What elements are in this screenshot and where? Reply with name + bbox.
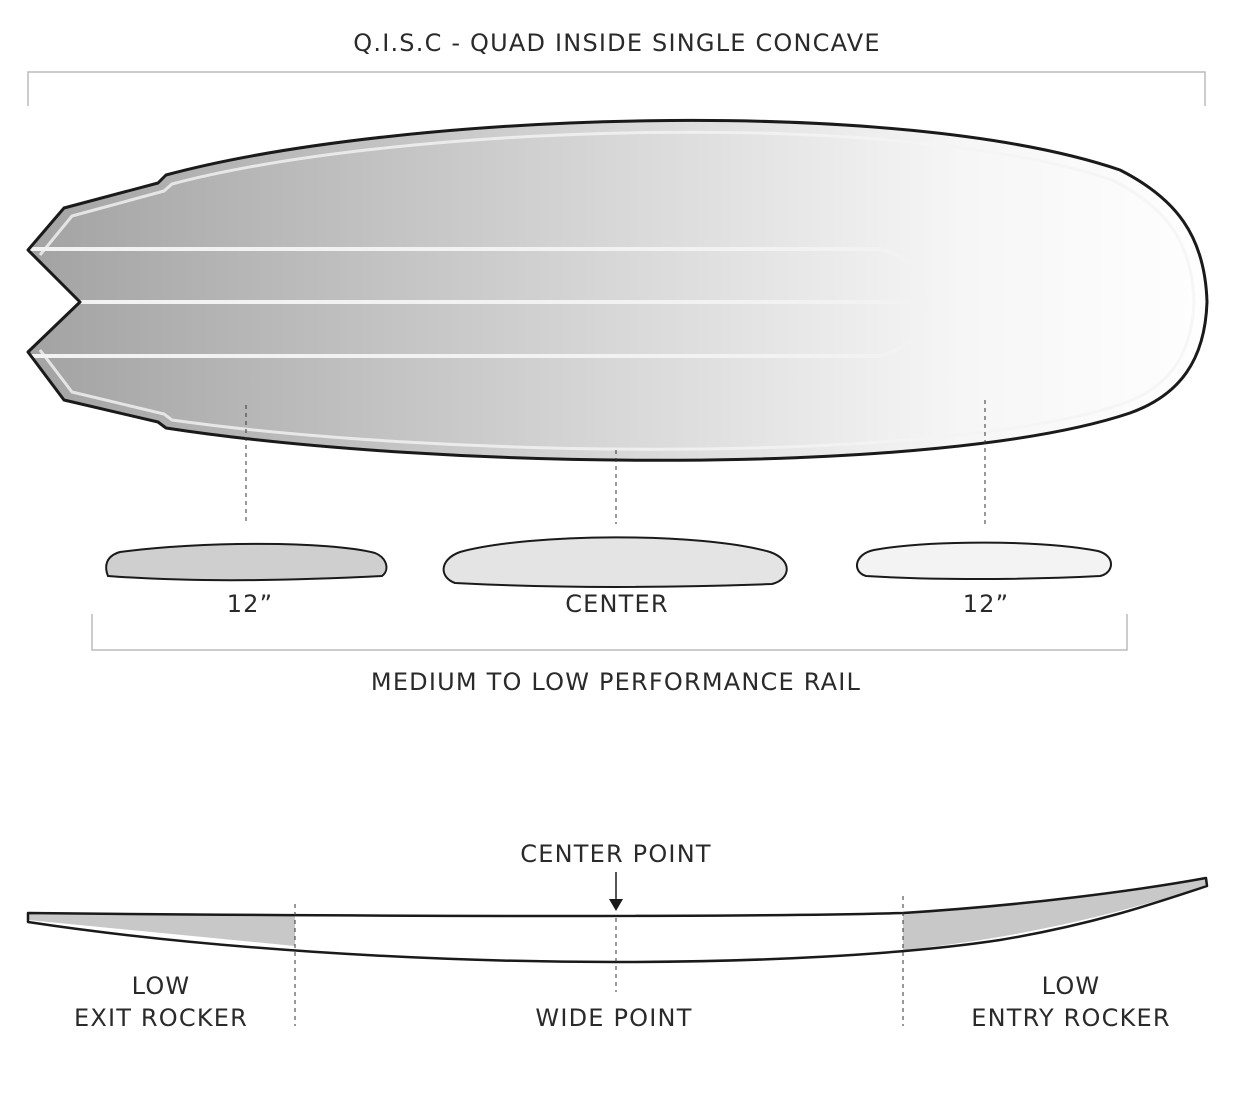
entry-rocker-label-line1: LOW [1042, 972, 1101, 1000]
exit-rocker-shade [28, 913, 295, 946]
diagram-title: Q.I.S.C - QUAD INSIDE SINGLE CONCAVE [353, 29, 880, 57]
entry-rocker-shade [903, 878, 1207, 950]
title-bracket [27, 71, 1206, 106]
rocker-profile: CENTER POINT LOW EXIT ROCKER WIDE POINT … [26, 840, 1209, 1032]
center-point-arrow [609, 872, 623, 911]
rail-caption: MEDIUM TO LOW PERFORMANCE RAIL [371, 668, 861, 696]
center-point-label: CENTER POINT [520, 840, 711, 868]
entry-rocker-label-line2: ENTRY ROCKER [971, 1004, 1171, 1032]
concave-channel-lines [28, 247, 928, 358]
rail-guide-lines [245, 400, 986, 524]
rocker-outline [26, 876, 1209, 964]
board-outline [26, 118, 1209, 462]
rail-section-12-tail: 12” [105, 542, 388, 618]
rail-label-12-nose: 12” [963, 590, 1010, 618]
rail-bracket [91, 614, 1128, 651]
rail-section-12-nose: 12” [856, 541, 1112, 618]
exit-rocker-label-line2: EXIT ROCKER [74, 1004, 248, 1032]
rocker-guide-lines [294, 896, 904, 1026]
rail-section-center: CENTER [442, 536, 788, 618]
rail-label-center: CENTER [565, 590, 669, 618]
wide-point-label: WIDE POINT [535, 1004, 692, 1032]
exit-rocker-label-line1: LOW [132, 972, 191, 1000]
rail-label-12-tail: 12” [227, 590, 274, 618]
surfboard-bottom-view [26, 118, 1209, 462]
